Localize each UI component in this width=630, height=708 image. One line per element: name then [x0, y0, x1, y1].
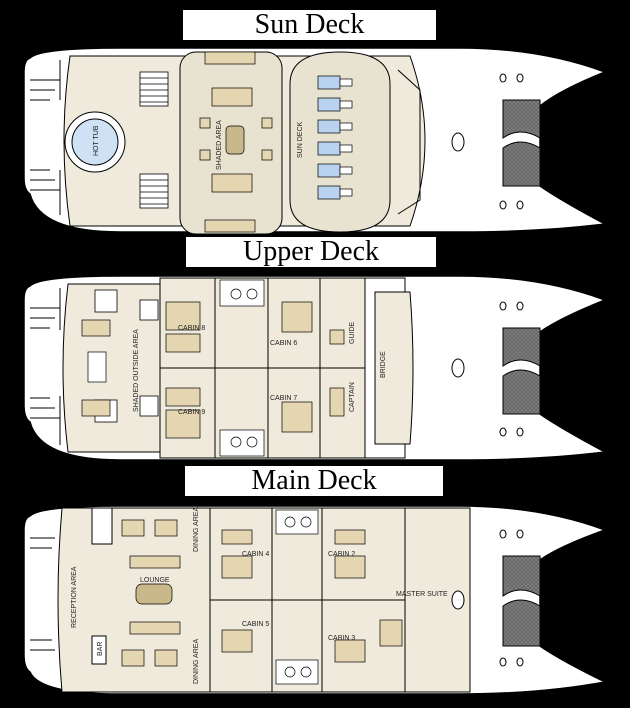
cabin-5-label: CABIN 5 [242, 621, 269, 628]
sun-deck-label: SUN DECK [297, 121, 304, 158]
main-deck-title: Main Deck [185, 466, 443, 496]
cabin-9-label: CABIN 9 [178, 409, 205, 416]
guide-label: GUIDE [349, 322, 356, 345]
bridge-label: BRIDGE [380, 351, 387, 378]
dining-top-label: DINING AREA [193, 507, 200, 552]
sun-stairs [139, 71, 169, 209]
shaded-outside-label: SHADED OUTSIDE AREA [133, 329, 140, 412]
upper-deck-plan: SHADED OUTSIDE AREA CABIN 8 CABIN 6 CABI… [23, 275, 608, 461]
cabin-7-label: CABIN 7 [270, 395, 297, 402]
cabin-4-label: CABIN 4 [242, 551, 269, 558]
cabin-8-label: CABIN 8 [178, 325, 205, 332]
reception-label: RECEPTION AREA [71, 566, 78, 628]
bridge-console [374, 291, 414, 445]
cabin-2-label: CABIN 2 [328, 551, 355, 558]
hot-tub-label: HOT TUB [93, 125, 100, 156]
upper-deck-title: Upper Deck [186, 237, 436, 267]
captain-label: CAPTAIN [349, 382, 356, 412]
loungers [317, 75, 353, 200]
bar-label: BAR [97, 642, 104, 656]
sun-deck-title: Sun Deck [183, 10, 436, 40]
cabin-6-label: CABIN 6 [270, 340, 297, 347]
hot-tub [64, 111, 126, 173]
main-deck-plan: RECEPTION AREA BAR LOUNGE DINING AREA DI… [23, 505, 608, 695]
sun-deck-plan: HOT TUB SHADED AREA SUN DECK [23, 47, 608, 235]
master-suite-label: MASTER SUITE [396, 591, 448, 598]
shaded-area-label: SHADED AREA [216, 120, 223, 170]
lounge-label: LOUNGE [140, 577, 170, 584]
cabin-3-label: CABIN 3 [328, 635, 355, 642]
sun-net-top [502, 99, 541, 139]
dining-bottom-label: DINING AREA [193, 639, 200, 684]
sun-net-bottom [502, 141, 541, 187]
